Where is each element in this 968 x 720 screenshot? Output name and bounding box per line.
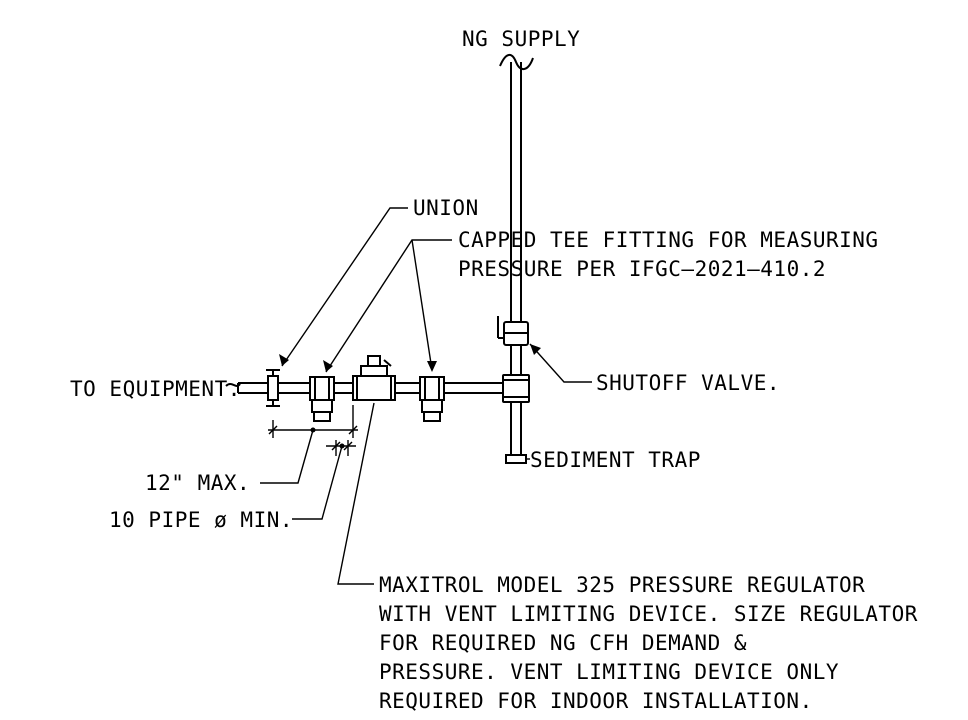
ng-supply-label: NG SUPPLY: [462, 27, 580, 51]
leader-capped-tee: [323, 239, 452, 373]
vertical-supply-pipe: [510, 62, 522, 455]
dimension-10-pipe-dia: [326, 440, 356, 456]
regulator-note-line: REQUIRED FOR INDOOR INSTALLATION.: [379, 689, 813, 713]
sediment-trap-cap: [505, 454, 527, 464]
vertical-tee: [502, 374, 530, 403]
regulator-note-line: MAXITROL MODEL 325 PRESSURE REGULATOR: [379, 573, 865, 597]
capped-tee-label-line2: PRESSURE PER IFGC–2021–410.2: [458, 257, 826, 281]
shutoff-valve: [497, 316, 529, 346]
horizontal-pipe: [238, 382, 503, 394]
leader-regulator: [337, 402, 375, 585]
capped-tee-1: [309, 376, 335, 422]
capped-tee-2: [419, 376, 445, 422]
regulator-note-line: WITH VENT LIMITING DEVICE. SIZE REGULATO…: [379, 602, 918, 626]
pressure-regulator: [352, 355, 396, 401]
dimension-10-pipe-label: 10 PIPE ø MIN.: [109, 508, 293, 532]
dimension-12-max-label: 12" MAX.: [145, 471, 250, 495]
regulator-note-line: FOR REQUIRED NG CFH DEMAND &: [379, 631, 747, 655]
to-equipment-label: TO EQUIPMENT.: [70, 377, 241, 401]
leader-shutoff-valve: [529, 343, 592, 383]
leader-12-max: [260, 429, 314, 484]
leader-10-pipe: [292, 445, 343, 520]
union-fitting: [266, 369, 280, 407]
leader-union: [279, 207, 408, 367]
regulator-note: MAXITROL MODEL 325 PRESSURE REGULATOR WI…: [379, 573, 918, 713]
shutoff-valve-label: SHUTOFF VALVE.: [596, 371, 780, 395]
union-label: UNION: [413, 196, 479, 220]
pipe-break-symbol: [499, 54, 534, 70]
sediment-trap-label: SEDIMENT TRAP: [530, 448, 701, 472]
regulator-note-line: PRESSURE. VENT LIMITING DEVICE ONLY: [379, 660, 839, 684]
capped-tee-label-line1: CAPPED TEE FITTING FOR MEASURING: [458, 228, 879, 252]
